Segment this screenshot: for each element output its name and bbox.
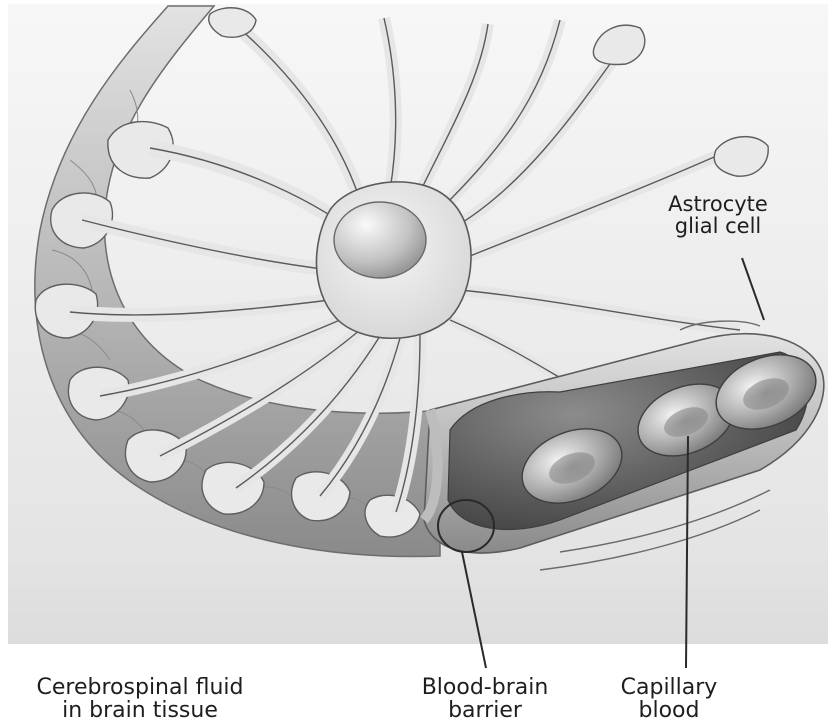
label-blood-brain-barrier: Blood-brain barrier (400, 676, 570, 722)
label-capillary-line2: blood (604, 699, 734, 722)
astrocyte-nucleus (334, 202, 426, 278)
label-capillary-line1: Capillary (604, 676, 734, 699)
label-bbb-line1: Blood-brain (400, 676, 570, 699)
label-csf-line1: Cerebrospinal fluid (10, 676, 270, 699)
label-astrocyte-glial-cell: Astrocyte glial cell (648, 193, 788, 237)
label-astrocyte-line1: Astrocyte (648, 193, 788, 215)
label-capillary-blood: Capillary blood (604, 676, 734, 722)
label-astrocyte-line2: glial cell (648, 215, 788, 237)
label-bbb-line2: barrier (400, 699, 570, 722)
label-csf-line2: in brain tissue (10, 699, 270, 722)
label-cerebrospinal-fluid: Cerebrospinal fluid in brain tissue (10, 676, 270, 722)
